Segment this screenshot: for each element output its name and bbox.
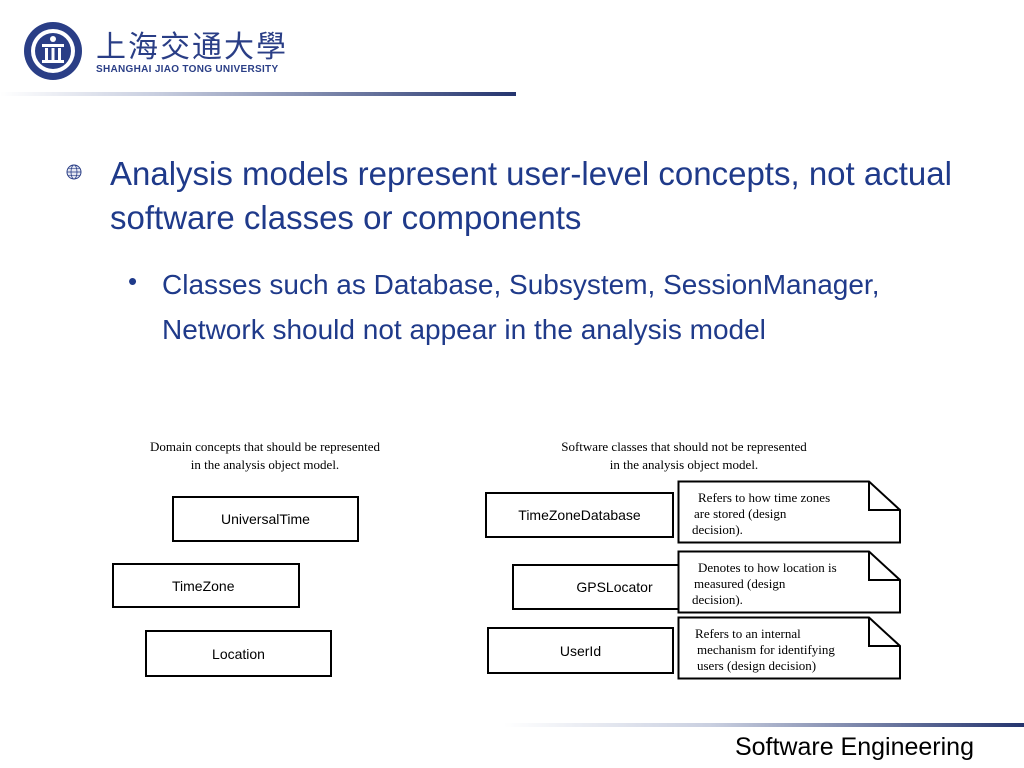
sub-bullet-marker: • <box>128 266 138 296</box>
sub-bullet-text: Classes such as Database, Subsystem, Ses… <box>162 269 880 345</box>
class-box-user-id: UserId <box>487 627 674 674</box>
footer-divider <box>504 723 1024 727</box>
class-box-gps-locator: GPSLocator <box>512 564 701 610</box>
note-user-id-line-3: users (design decision) <box>697 658 817 673</box>
left-caption-line-1: Domain concepts that should be represent… <box>150 439 380 454</box>
university-logo-icon <box>24 22 82 80</box>
note-location-line-1: Denotes to how location is <box>698 560 837 575</box>
bullet-globe-icon <box>66 164 82 180</box>
class-box-location: Location <box>145 630 332 677</box>
right-diagram-caption: Software classes that should not be repr… <box>522 438 846 474</box>
note-user-id-line-2: mechanism for identifying <box>697 642 835 657</box>
left-diagram-caption: Domain concepts that should be represent… <box>110 438 420 474</box>
left-caption-line-2: in the analysis object model. <box>190 457 340 472</box>
note-time-zone-line-2: are stored (design <box>694 506 787 521</box>
main-bullet-text: Analysis models represent user-level con… <box>110 155 952 236</box>
note-time-zone-line-1: Refers to how time zones <box>698 490 831 505</box>
class-box-universal-time: UniversalTime <box>172 496 359 542</box>
right-caption-line-1: Software classes that should not be repr… <box>561 439 807 454</box>
footer-course-title: Software Engineering <box>734 733 974 761</box>
university-name-english: SHANGHAI JIAO TONG UNIVERSITY <box>96 64 279 75</box>
note-user-id-line-1: Refers to an internal <box>695 626 801 641</box>
note-shape-location <box>677 550 901 614</box>
note-shape-time-zone <box>677 480 901 544</box>
note-time-zone: Refers to how time zones are stored (des… <box>692 490 831 538</box>
note-location-line-3: decision). <box>692 592 743 607</box>
header-divider <box>0 92 516 96</box>
class-box-time-zone-database: TimeZoneDatabase <box>485 492 674 538</box>
university-name-chinese: 上海交通大學 <box>96 30 288 65</box>
class-box-time-zone: TimeZone <box>112 563 300 608</box>
note-location-line-2: measured (design <box>694 576 786 591</box>
note-time-zone-line-3: decision). <box>692 522 743 537</box>
note-shape-user-id <box>677 616 901 680</box>
note-location: Denotes to how location is measured (des… <box>692 560 837 608</box>
note-user-id: Refers to an internal mechanism for iden… <box>695 626 835 674</box>
right-caption-line-2: in the analysis object model. <box>609 457 759 472</box>
